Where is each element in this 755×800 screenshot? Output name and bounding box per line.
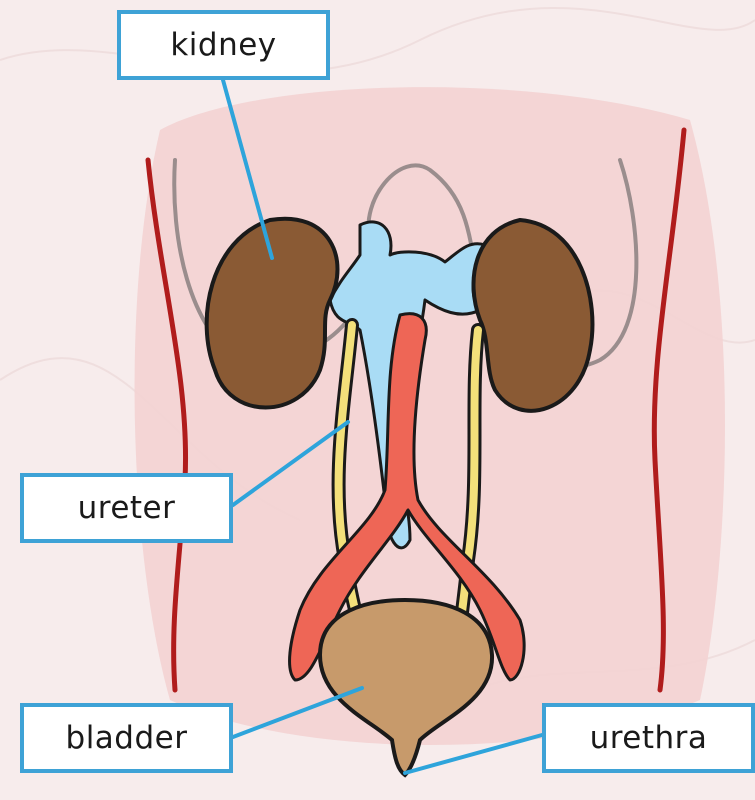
label-kidney: kidney xyxy=(117,10,330,80)
label-urethra: urethra xyxy=(542,703,755,773)
label-bladder: bladder xyxy=(20,703,233,773)
bladder-shape xyxy=(320,600,492,775)
label-ureter: ureter xyxy=(20,473,233,543)
